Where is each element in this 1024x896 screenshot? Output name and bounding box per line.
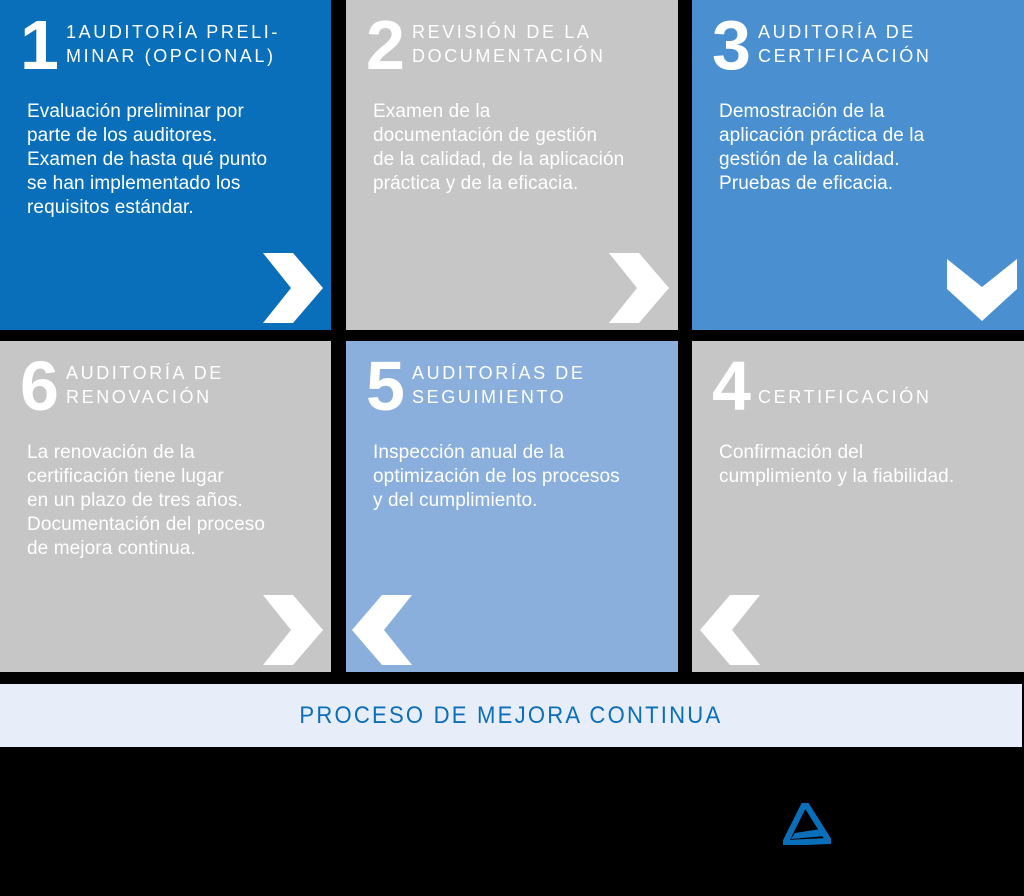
step-title: REVISIÓN DE LA DOCUMENTACIÓN [412,22,606,66]
chevron-right-icon [263,595,323,665]
step-number: 2 [366,6,405,84]
step-1-panel: 1 1AUDITORÍA PRELI- MINAR (OPCIONAL) Eva… [0,0,331,330]
step-5-panel: 5 AUDITORÍAS DE SEGUIMIENTO Inspección a… [346,341,678,672]
step-3-panel: 3 AUDITORÍA DE CERTIFICACIÓN Demostració… [692,0,1024,330]
step-description: La renovación de la certificación tiene … [27,442,266,559]
step-number: 5 [366,347,405,425]
step-title: CERTIFICACIÓN [758,387,932,407]
step-description: Confirmación del cumplimiento y la fiabi… [719,442,955,487]
step-description: Demostración de la aplicación práctica d… [719,101,925,194]
step-description: Evaluación preliminar por parte de los a… [27,101,268,218]
chevron-left-icon [700,595,760,665]
step-number: 3 [712,6,751,84]
step-description: Inspección anual de la optimización de l… [373,442,620,511]
step-description: Examen de la documentación de gestión de… [373,101,625,194]
step-title: 1AUDITORÍA PRELI- MINAR (OPCIONAL) [66,22,280,66]
chevron-down-icon [947,259,1017,321]
banner-label: PROCESO DE MEJORA CONTINUA [299,701,723,729]
chevron-right-icon [609,253,669,323]
step-4-panel: 4 CERTIFICACIÓN Confirmación del cumplim… [692,341,1024,672]
step-6-panel: 6 AUDITORÍA DE RENOVACIÓN La renovación … [0,341,331,672]
step-2-panel: 2 REVISIÓN DE LA DOCUMENTACIÓN Examen de… [346,0,678,330]
step-title: AUDITORÍAS DE SEGUIMIENTO [412,363,586,407]
step-number: 4 [712,347,751,425]
continuous-improvement-banner: PROCESO DE MEJORA CONTINUA [0,684,1022,747]
step-number: 6 [20,347,59,425]
step-title: AUDITORÍA DE CERTIFICACIÓN [758,22,932,66]
step-number: 1 [20,6,59,84]
chevron-right-icon [263,253,323,323]
triangle-logo-icon [783,803,831,845]
step-title: AUDITORÍA DE RENOVACIÓN [66,363,224,407]
chevron-left-icon [352,595,412,665]
